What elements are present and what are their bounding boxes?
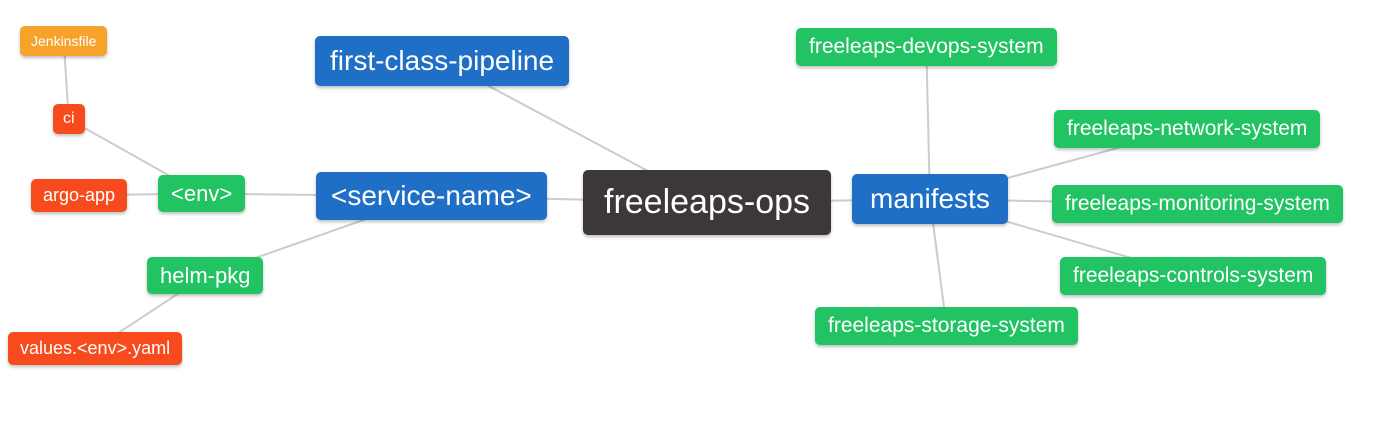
node-label: freeleaps-storage-system [828,314,1065,337]
node-label: freeleaps-network-system [1067,117,1308,140]
node-label: argo-app [43,185,116,205]
node-label: freeleaps-ops [604,183,811,221]
edge-line [925,47,931,200]
node-label: ci [63,110,75,127]
node-helm-pkg[interactable]: helm-pkg [147,257,264,295]
node-label: freeleaps-devops-system [809,35,1044,58]
node-freeleaps-monitoring-system[interactable]: freeleaps-monitoring-system [1052,185,1343,224]
node-freeleaps-ops-root[interactable]: freeleaps-ops [583,170,832,236]
node-label: first-class-pipeline [330,45,555,76]
node-label: values.<env>.yaml [20,338,171,358]
node-argo-app[interactable]: argo-app [31,179,128,212]
node-label: freeleaps-monitoring-system [1065,192,1330,215]
node-freeleaps-storage-system[interactable]: freeleaps-storage-system [815,307,1078,346]
node-jenkinsfile[interactable]: Jenkinsfile [20,26,108,57]
node-service-name[interactable]: <service-name> [316,172,547,221]
node-label: manifests [870,183,990,214]
node-label: freeleaps-controls-system [1073,264,1314,287]
node-values-env-yaml[interactable]: values.<env>.yaml [8,332,183,365]
node-label: <service-name> [331,180,532,211]
node-freeleaps-network-system[interactable]: freeleaps-network-system [1054,110,1321,149]
node-freeleaps-devops-system[interactable]: freeleaps-devops-system [796,28,1057,67]
node-label: Jenkinsfile [31,33,97,49]
node-manifests[interactable]: manifests [852,174,1008,225]
node-env[interactable]: <env> [158,175,246,213]
node-label: <env> [171,181,233,206]
node-ci[interactable]: ci [53,104,85,135]
node-first-class-pipeline[interactable]: first-class-pipeline [315,36,570,87]
node-label: helm-pkg [160,263,251,288]
node-freeleaps-controls-system[interactable]: freeleaps-controls-system [1060,257,1327,296]
